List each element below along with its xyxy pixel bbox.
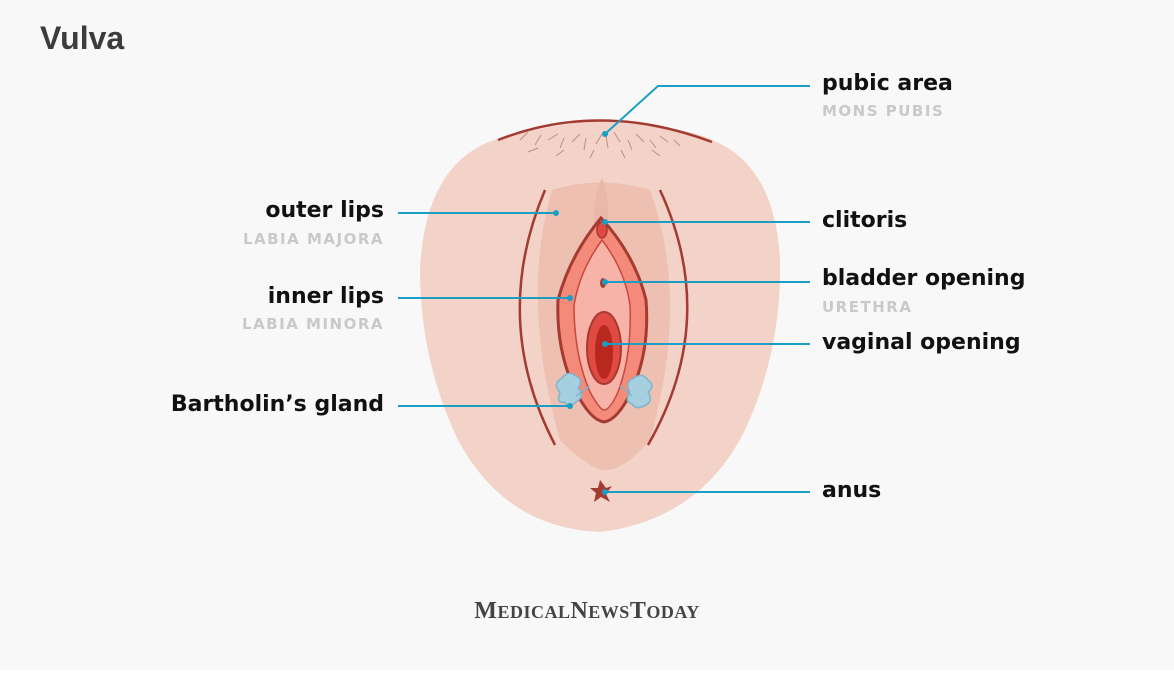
outer-lip-left-line [518,189,557,446]
label-pubic-area: pubic area [822,71,953,96]
leader-dot-anus [602,489,608,495]
leader-dot-bladder [602,279,608,285]
vaginal-opening-inner [595,325,613,379]
leader-dot-inner [567,295,573,301]
bartholins-glands [555,372,653,409]
medical-news-today-logo: MEDICALNEWSTODAY [474,598,700,624]
leader-dot-vaginal [602,341,608,347]
label-inner-lips: inner lips [267,284,384,309]
label-anus: anus [822,478,882,503]
label-urethra: URETHRA [822,298,913,316]
clitoral-hood [593,178,609,230]
outer-lip-right-line [646,189,689,446]
leader-pubic-area [604,85,810,135]
leader-dot-outer [553,210,559,216]
leader-dot-bartholin [567,403,573,409]
label-outer-lips: outer lips [265,198,384,223]
leader-dot-pubic [602,131,608,137]
label-labia-majora: LABIA MAJORA [242,230,384,248]
label-vaginal-opening: vaginal opening [822,330,1021,355]
label-bartholins-gland: Bartholin’s gland [170,392,384,417]
leader-dot-clitoris [602,219,608,225]
label-labia-minora: LABIA MINORA [242,315,384,333]
label-clitoris: clitoris [822,208,908,233]
vulva-illustration [398,85,810,532]
diagram-title: Vulva [40,20,125,56]
pubic-curve [497,119,713,144]
label-bladder-opening: bladder opening [822,266,1026,291]
diagram-canvas: Vulva [40,20,1026,624]
pubic-hair [519,131,681,159]
anus-mark [590,480,612,502]
label-mons-pubis: MONS PUBIS [822,102,945,120]
